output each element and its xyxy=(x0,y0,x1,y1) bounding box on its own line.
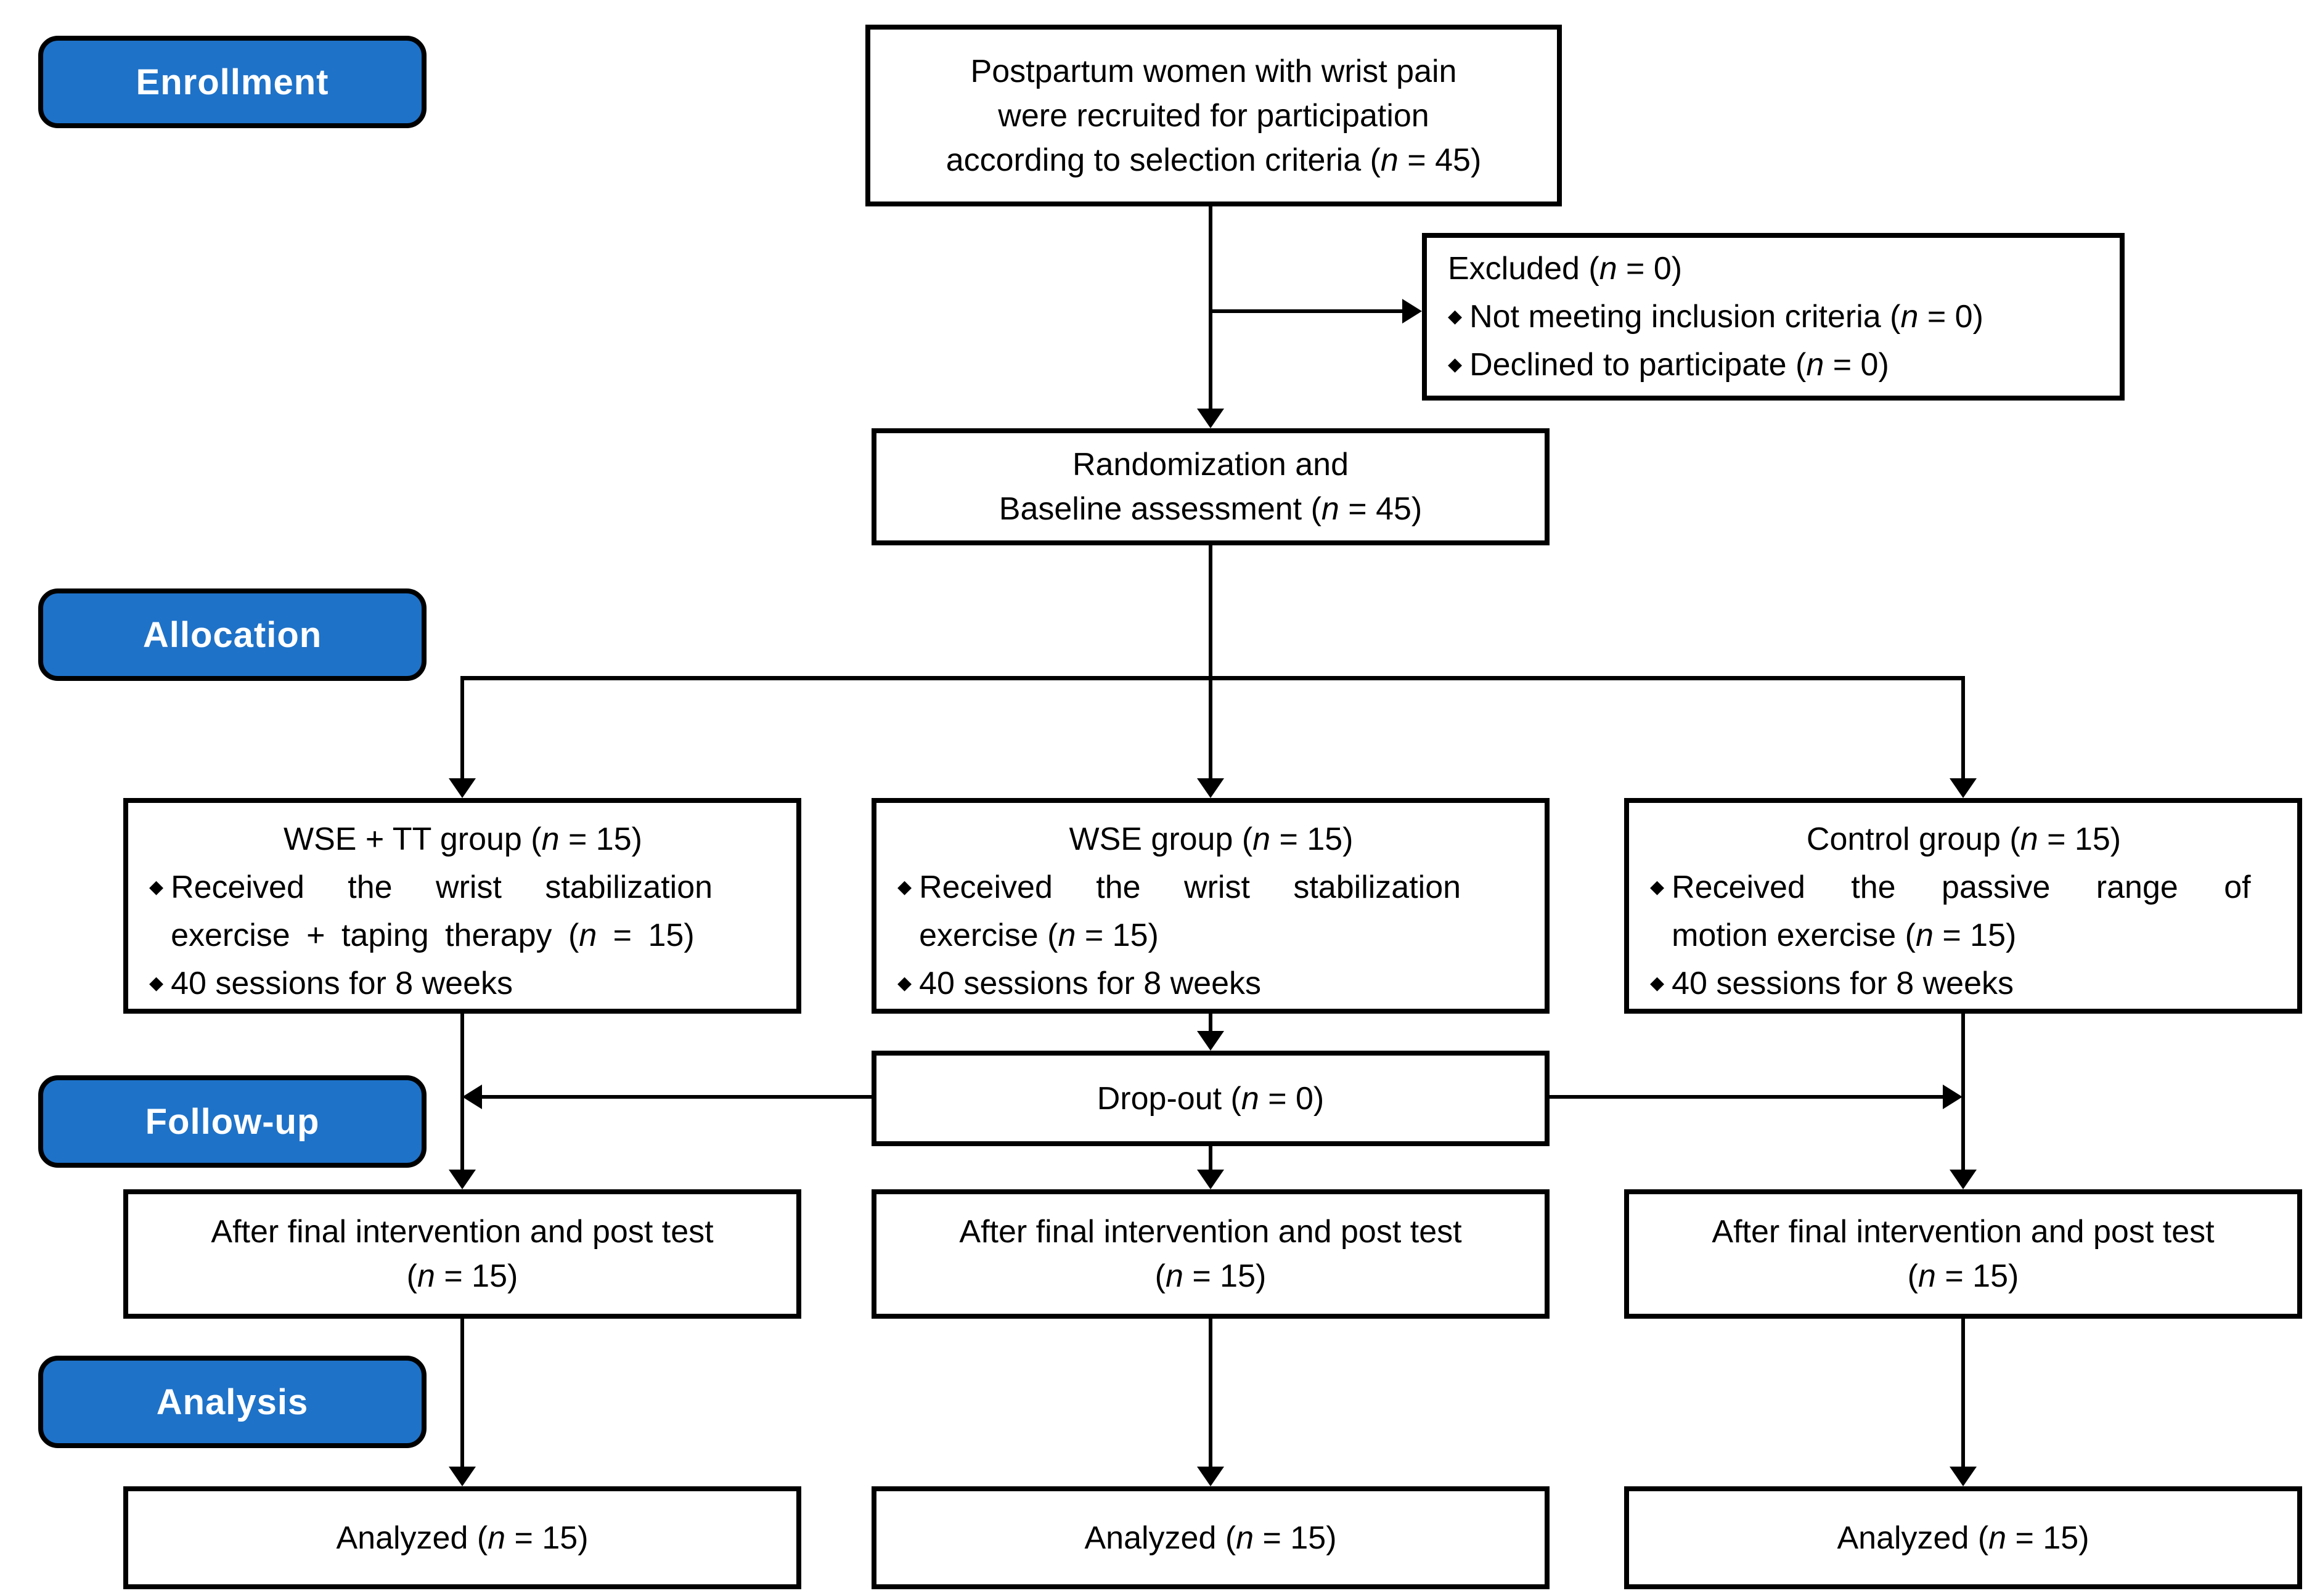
connector-randomization-to-allocation-line xyxy=(1209,545,1212,678)
connector-dropout-to-left xyxy=(482,1095,872,1099)
diamond-bullet-icon: ◆ xyxy=(1448,354,1463,375)
connector-right-column xyxy=(1961,1014,1965,1170)
group-bullet-line: 40 sessions for 8 weeks xyxy=(919,966,1262,1001)
arrowhead-down-icon xyxy=(1950,1467,1977,1486)
arrowhead-right-icon xyxy=(1402,299,1422,324)
randomization-line: Baseline assessment (n = 45) xyxy=(999,491,1423,527)
arrowhead-right-icon xyxy=(1943,1085,1963,1109)
stage-label-enrollment: Enrollment xyxy=(38,36,427,128)
excluded-title: Excluded (n = 0) xyxy=(1448,251,1683,287)
post-test-line: (n = 15) xyxy=(406,1258,518,1294)
diamond-bullet-icon: ◆ xyxy=(149,973,164,993)
randomization-line: Randomization and xyxy=(1072,447,1349,482)
analyzed-box-control: Analyzed (n = 15) xyxy=(1624,1486,2302,1589)
connector-drop-right xyxy=(1961,678,1965,778)
analyzed-text: Analyzed (n = 15) xyxy=(1084,1520,1337,1556)
connector-recruited-to-randomization xyxy=(1209,206,1212,410)
arrowhead-down-icon xyxy=(1950,1170,1977,1189)
group-bullet-line: Received the wrist stabilization xyxy=(171,869,713,905)
dropout-text: Drop-out (n = 0) xyxy=(1097,1080,1325,1117)
connector-posttest-to-analyzed-left xyxy=(460,1319,464,1467)
diamond-bullet-icon: ◆ xyxy=(1448,306,1463,327)
allocation-distribution-line xyxy=(460,676,1965,680)
diamond-bullet-icon: ◆ xyxy=(897,973,912,993)
group-bullet-line: Received the wrist stabilization xyxy=(919,869,1461,905)
arrowhead-down-icon xyxy=(449,1467,476,1486)
group-box-control: Control group (n = 15) ◆ Received the pa… xyxy=(1624,798,2302,1014)
diamond-bullet-icon: ◆ xyxy=(897,877,912,897)
recruited-line: according to selection criteria (n = 45) xyxy=(946,142,1482,178)
group-title: Control group (n = 15) xyxy=(1806,821,2122,857)
post-test-box-wse-tt: After final intervention and post test (… xyxy=(123,1189,801,1319)
diamond-bullet-icon: ◆ xyxy=(1650,973,1665,993)
connector-dropout-to-right xyxy=(1550,1095,1944,1099)
post-test-line: After final intervention and post test xyxy=(959,1214,1462,1250)
connector-drop-left xyxy=(460,678,464,778)
recruited-line: were recruited for participation xyxy=(998,97,1429,134)
arrowhead-down-icon xyxy=(1197,1467,1224,1486)
group-bullet-line: exercise + taping therapy (n = 15) xyxy=(171,918,695,953)
excluded-bullet: Declined to participate (n = 0) xyxy=(1469,347,1889,383)
arrowhead-left-icon xyxy=(462,1085,482,1109)
group-box-wse: WSE group (n = 15) ◆ Received the wrist … xyxy=(872,798,1550,1014)
arrowhead-down-icon xyxy=(449,778,476,798)
post-test-line: After final intervention and post test xyxy=(211,1214,714,1250)
stage-label-analysis: Analysis xyxy=(38,1356,427,1448)
analyzed-box-wse-tt: Analyzed (n = 15) xyxy=(123,1486,801,1589)
group-bullet-line: exercise (n = 15) xyxy=(919,918,1159,953)
post-test-box-control: After final intervention and post test (… xyxy=(1624,1189,2302,1319)
recruited-box: Postpartum women with wrist pain were re… xyxy=(865,25,1562,206)
connector-drop-middle xyxy=(1209,678,1212,778)
connector-branch-to-excluded xyxy=(1209,309,1403,313)
excluded-bullet: Not meeting inclusion criteria (n = 0) xyxy=(1469,299,1983,335)
group-bullet-line: 40 sessions for 8 weeks xyxy=(1672,966,2014,1001)
group-title: WSE group (n = 15) xyxy=(1069,821,1354,857)
diamond-bullet-icon: ◆ xyxy=(1650,877,1665,897)
group-box-wse-tt: WSE + TT group (n = 15) ◆ Received the w… xyxy=(123,798,801,1014)
post-test-box-wse: After final intervention and post test (… xyxy=(872,1189,1550,1319)
stage-label-allocation: Allocation xyxy=(38,588,427,681)
group-bullet-line: Received the passive range of xyxy=(1672,869,2251,905)
connector-dropout-to-posttest xyxy=(1209,1146,1212,1170)
post-test-line: (n = 15) xyxy=(1154,1258,1267,1294)
group-bullet-line: motion exercise (n = 15) xyxy=(1672,918,2017,953)
arrowhead-down-icon xyxy=(1197,409,1224,428)
diamond-bullet-icon: ◆ xyxy=(149,877,164,897)
connector-group-to-dropout xyxy=(1209,1014,1212,1031)
group-bullet-line: 40 sessions for 8 weeks xyxy=(171,966,513,1001)
randomization-box: Randomization and Baseline assessment (n… xyxy=(872,428,1550,545)
arrowhead-down-icon xyxy=(449,1170,476,1189)
arrowhead-down-icon xyxy=(1197,1170,1224,1189)
stage-label-follow-up: Follow-up xyxy=(38,1075,427,1168)
arrowhead-down-icon xyxy=(1950,778,1977,798)
analyzed-text: Analyzed (n = 15) xyxy=(336,1520,589,1556)
dropout-box: Drop-out (n = 0) xyxy=(872,1051,1550,1146)
arrowhead-down-icon xyxy=(1197,1031,1224,1051)
group-title: WSE + TT group (n = 15) xyxy=(284,821,642,857)
connector-posttest-to-analyzed-middle xyxy=(1209,1319,1212,1467)
post-test-line: After final intervention and post test xyxy=(1712,1214,2215,1250)
analyzed-box-wse: Analyzed (n = 15) xyxy=(872,1486,1550,1589)
post-test-line: (n = 15) xyxy=(1907,1258,2019,1294)
excluded-box: Excluded (n = 0) ◆ Not meeting inclusion… xyxy=(1422,233,2125,401)
recruited-line: Postpartum women with wrist pain xyxy=(970,53,1457,89)
connector-posttest-to-analyzed-right xyxy=(1961,1319,1965,1467)
arrowhead-down-icon xyxy=(1197,778,1224,798)
analyzed-text: Analyzed (n = 15) xyxy=(1837,1520,2089,1556)
